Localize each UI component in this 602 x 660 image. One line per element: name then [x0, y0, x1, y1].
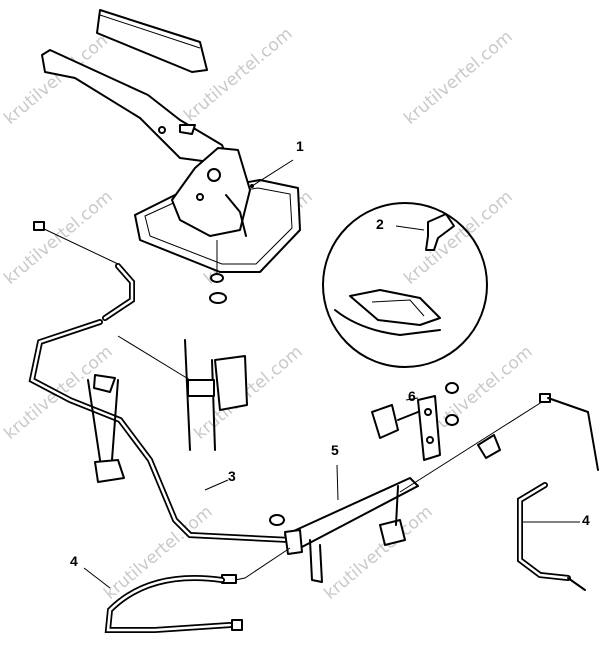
leader-4-left: [83, 567, 111, 589]
leader-6: [405, 397, 419, 401]
callout-6: 6: [408, 388, 416, 404]
callout-3: 3: [228, 468, 236, 484]
watermark-text: krutilvertel.com: [180, 24, 296, 126]
callout-5: 5: [331, 442, 339, 458]
equalizer-assembly: [269, 477, 419, 583]
callout-1: 1: [296, 138, 304, 154]
watermark-text: krutilvertel.com: [400, 187, 516, 289]
watermark-layer: krutilvertel.com krutilvertel.com krutilve…: [0, 24, 536, 604]
leader-5: [336, 464, 339, 501]
leader-1: [251, 159, 294, 187]
lever-base-plate: [134, 147, 301, 304]
rear-cable-left: [104, 547, 291, 633]
bracket: [371, 382, 459, 461]
switch-detail-circle: [322, 202, 488, 368]
body-clip-detail: [184, 339, 248, 451]
rear-cable-right: [399, 393, 599, 591]
front-cable: [28, 221, 293, 543]
watermark-text: krutilvertel.com: [400, 27, 516, 129]
leader-clip: [117, 335, 191, 381]
watermark-text: krutilvertel.com: [100, 502, 216, 604]
callout-4-right: 4: [582, 512, 590, 528]
callout-2: 2: [376, 216, 384, 232]
leader-2: [395, 225, 425, 231]
lever-grip: [96, 9, 208, 73]
callout-4-left: 4: [70, 553, 78, 569]
watermark-text: krutilvertel.com: [0, 187, 116, 289]
leader-3: [204, 479, 229, 491]
